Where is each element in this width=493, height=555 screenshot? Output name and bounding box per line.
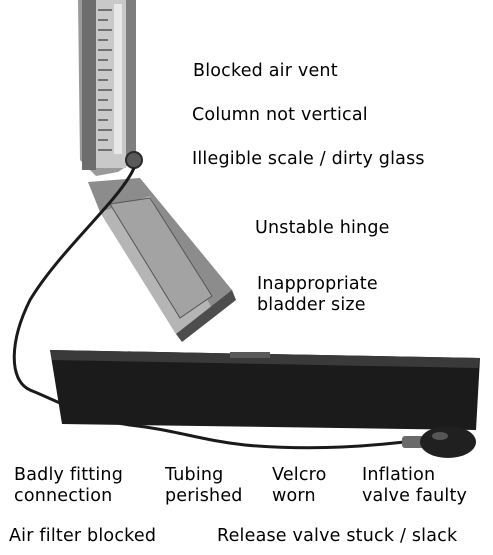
mercury-column bbox=[78, 0, 136, 176]
inflation-bulb bbox=[402, 426, 476, 458]
label-badly-fitting-line1: Badly fitting bbox=[14, 465, 123, 486]
label-velcro-line2: worn bbox=[272, 486, 327, 507]
label-unstable-hinge: Unstable hinge bbox=[255, 218, 390, 239]
label-inflation-line1: Inflation bbox=[362, 465, 467, 486]
label-tubing-line1: Tubing bbox=[165, 465, 243, 486]
label-velcro-line1: Velcro bbox=[272, 465, 327, 486]
label-badly-fitting-line2: connection bbox=[14, 486, 123, 507]
label-air-filter-blocked: Air filter blocked bbox=[9, 526, 156, 547]
label-tubing-line2: perished bbox=[165, 486, 243, 507]
label-badly-fitting-connection: Badly fitting connection bbox=[14, 465, 123, 507]
label-release-valve: Release valve stuck / slack bbox=[217, 526, 457, 547]
hinge bbox=[126, 152, 142, 168]
label-inflation-line2: valve faulty bbox=[362, 486, 467, 507]
label-velcro-worn: Velcro worn bbox=[272, 465, 327, 507]
label-column-not-vertical: Column not vertical bbox=[192, 105, 368, 126]
label-bladder-size-line2: bladder size bbox=[257, 295, 378, 316]
label-tubing-perished: Tubing perished bbox=[165, 465, 243, 507]
label-bladder-size: Inappropriate bladder size bbox=[257, 274, 378, 316]
label-bladder-size-line1: Inappropriate bbox=[257, 274, 378, 295]
label-illegible-scale: Illegible scale / dirty glass bbox=[192, 149, 425, 170]
label-inflation-valve-faulty: Inflation valve faulty bbox=[362, 465, 467, 507]
label-blocked-air-vent: Blocked air vent bbox=[193, 61, 338, 82]
cuff bbox=[50, 350, 480, 430]
